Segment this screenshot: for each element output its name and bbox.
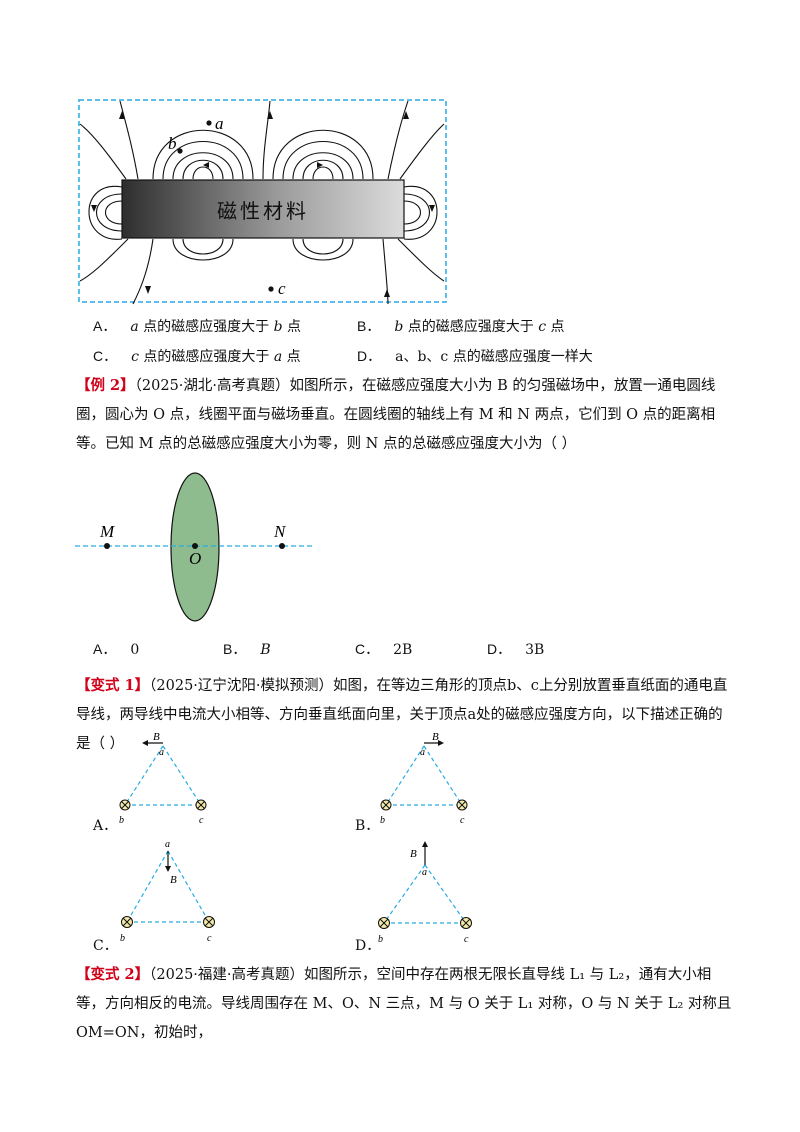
example2-source: （2025·湖北·高考真题） (134, 378, 290, 394)
svg-text:B: B (170, 874, 177, 886)
field-arrows (91, 111, 435, 297)
example2-option-a[interactable]: A．0 (93, 641, 140, 658)
point-b-label: b (168, 134, 177, 153)
variant2-source: （2025·福建·高考真题） (149, 967, 305, 983)
variant1-stem: 【变式 1】（2025·辽宁沈阳·模拟预测）如图，在等边三角形的顶点b、c上分别… (76, 671, 736, 759)
variant1-text: 如图，在等边三角形的顶点b、c上分别放置垂直纸面的通电直导线，两导线中电流大小相… (76, 678, 728, 752)
variant1-figure-c[interactable]: B a b c (115, 835, 225, 950)
example2-stem: 【例 2】（2025·湖北·高考真题）如图所示，在磁感应强度大小为 B 的匀强磁… (76, 371, 736, 459)
point-c-dot (268, 286, 274, 292)
wire-c-cross-icon (195, 799, 207, 811)
example2-option-d[interactable]: D．3B (487, 641, 545, 658)
svg-text:b: b (378, 934, 383, 945)
field-lines (79, 100, 445, 305)
svg-text:c: c (207, 933, 212, 944)
svg-text:b: b (120, 933, 125, 944)
variant1-option-a-key[interactable]: A． (93, 818, 118, 834)
svg-text:a: a (159, 747, 164, 758)
q1-option-a[interactable]: A．a 点的磁感应强度大于 b 点 (93, 318, 302, 335)
point-m-label: M (99, 522, 115, 541)
variant1-option-c-key[interactable]: C． (93, 938, 118, 954)
point-c-label: c (278, 279, 286, 298)
q1-option-d[interactable]: D．a、b、c 点的磁感应强度一样大 (357, 348, 593, 365)
point-m-dot (104, 543, 110, 549)
svg-text:B: B (153, 731, 160, 743)
wire-b-cross-icon (121, 916, 133, 928)
wire-c-cross-icon (456, 799, 468, 811)
example2-tag: 【例 2】 (76, 377, 135, 394)
variant1-option-d-key[interactable]: D． (355, 938, 381, 954)
variant1-source: （2025·辽宁沈阳·模拟预测） (149, 678, 334, 694)
example2-text: 如图所示，在磁感应强度大小为 B 的匀强磁场中，放置一通电圆线圈，圆心为 O 点… (76, 378, 716, 452)
q1-option-c[interactable]: C．c 点的磁感应强度大于 a 点 (93, 348, 301, 365)
variant2-text: 如图所示，空间中存在两根无限长直导线 L₁ 与 L₂，通有大小相等，方向相反的电… (76, 967, 732, 1041)
point-a-dot (206, 120, 212, 126)
point-b-dot (177, 148, 183, 154)
point-o-dot (192, 543, 198, 549)
svg-text:c: c (460, 815, 465, 826)
wire-b-cross-icon (380, 799, 392, 811)
svg-text:b: b (380, 815, 385, 826)
svg-text:a: a (420, 747, 425, 758)
variant1-figure-b[interactable]: B a b c (377, 728, 477, 828)
example2-option-b[interactable]: B．B (223, 641, 271, 658)
svg-text:c: c (464, 934, 469, 945)
wire-c-cross-icon (460, 917, 472, 929)
variant2-stem: 【变式 2】（2025·福建·高考真题）如图所示，空间中存在两根无限长直导线 L… (76, 960, 736, 1048)
example2-option-c[interactable]: C．2B (355, 641, 413, 658)
variant1-figure-a[interactable]: B a b c (115, 728, 215, 828)
magnet-bar (121, 179, 405, 239)
svg-text:B: B (432, 731, 439, 743)
svg-text:a: a (422, 867, 427, 878)
variant1-option-b-key[interactable]: B． (355, 818, 380, 834)
variant2-tag: 【变式 2】 (76, 966, 150, 983)
variant1-tag: 【变式 1】 (76, 677, 150, 694)
point-n-dot (279, 543, 285, 549)
figure-coil: M O N (75, 472, 315, 622)
svg-text:c: c (199, 815, 204, 826)
wire-c-cross-icon (203, 916, 215, 928)
variant1-figure-d[interactable]: B a b c (377, 835, 487, 950)
magnet-label: 磁性材料 (217, 200, 309, 223)
point-n-label: N (273, 522, 287, 541)
svg-text:b: b (119, 815, 124, 826)
svg-text:a: a (165, 839, 170, 850)
q1-option-b[interactable]: B．b 点的磁感应强度大于 c 点 (357, 318, 565, 335)
wire-b-cross-icon (378, 917, 390, 929)
figure-magnetic-material: 磁性材料 a b c (78, 99, 447, 305)
point-a-label: a (215, 114, 224, 133)
wire-b-cross-icon (119, 799, 131, 811)
dashed-frame (78, 99, 447, 303)
svg-text:B: B (410, 848, 417, 860)
point-o-label: O (189, 549, 201, 568)
